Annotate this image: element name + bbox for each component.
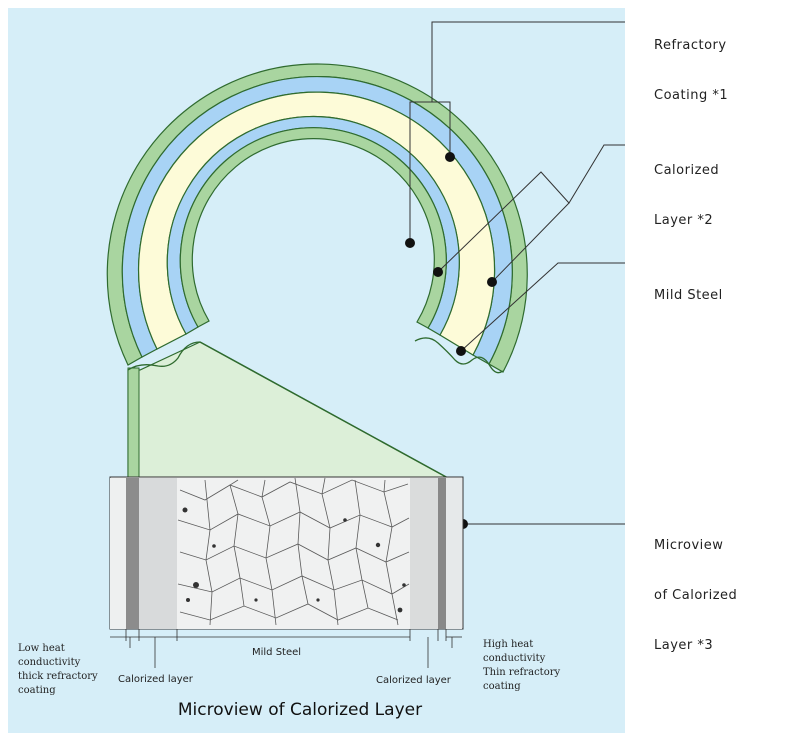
- mild-steel-leader: [460, 262, 625, 352]
- low-heat-label-1: Low heat: [18, 643, 65, 654]
- inner-refractory-coating: [179, 127, 447, 329]
- wedge-left-band: [127, 367, 140, 479]
- dimension-lines: [110, 629, 462, 668]
- section-wedge: [127, 341, 449, 479]
- dot-inner-calorized: [433, 267, 443, 277]
- low-heat-label-3: thick refractory: [18, 671, 98, 682]
- micro-left-coating: [110, 478, 126, 629]
- tube-ring: [106, 63, 528, 373]
- high-heat-label-2: conductivity: [483, 653, 546, 664]
- high-heat-label-4: coating: [483, 681, 521, 692]
- microview-label: Microview of Calorized Layer *3: [654, 508, 737, 683]
- micrograph: [109, 476, 464, 630]
- refractory-coating-label: Refractory Coating *1: [654, 8, 728, 133]
- low-heat-label-2: conductivity: [18, 657, 81, 668]
- micro-dark-spots: [182, 507, 406, 613]
- refractory-label-line2: Coating *1: [654, 88, 729, 103]
- refractory-label-line1: Refractory: [654, 38, 727, 53]
- callout-lines: [409, 21, 625, 525]
- micro-right-coating: [446, 478, 462, 629]
- ring-broken-end-right: [414, 337, 504, 374]
- dot-mild-steel: [456, 346, 466, 356]
- high-heat-label-1: High heat: [483, 639, 533, 650]
- dot-inner-refractory: [405, 238, 415, 248]
- dot-outer-calorized: [487, 277, 497, 287]
- mild-steel-label: Mild Steel: [654, 258, 723, 333]
- ring-broken-end-left: [127, 341, 201, 371]
- calorized-layer-label-left: Calorized layer: [118, 674, 194, 685]
- refractory-leader-2: [432, 101, 451, 157]
- micro-left-calorized: [139, 478, 177, 629]
- calorized-layer-label: Calorized Layer *2: [654, 133, 719, 258]
- dot-outer-refractory: [445, 152, 455, 162]
- microview-label-line1: Microview: [654, 538, 724, 553]
- micro-right-calorized: [410, 478, 438, 629]
- wedge-edge: [199, 341, 449, 479]
- mild-steel-label-line1: Mild Steel: [654, 288, 723, 303]
- micro-right-dark-band: [438, 478, 446, 629]
- mild-steel-dimension-label: Mild Steel: [252, 647, 301, 658]
- calorized-label-line2: Layer *2: [654, 213, 714, 228]
- low-heat-label-4: coating: [18, 685, 56, 696]
- microview-label-line3: Layer *3: [654, 638, 714, 653]
- high-heat-label-3: Thin refractory: [483, 667, 560, 678]
- micro-left-dark-band: [126, 478, 139, 629]
- calorized-leader-2: [491, 202, 570, 283]
- calorized-label-line1: Calorized: [654, 163, 720, 178]
- micro-grain-region: [177, 478, 410, 629]
- calorized-layer-label-right: Calorized layer: [376, 675, 452, 686]
- micro-grain-boundaries: [177, 477, 410, 626]
- diagram-caption: Microview of Calorized Layer: [177, 700, 423, 720]
- microview-label-line2: of Calorized: [654, 588, 738, 603]
